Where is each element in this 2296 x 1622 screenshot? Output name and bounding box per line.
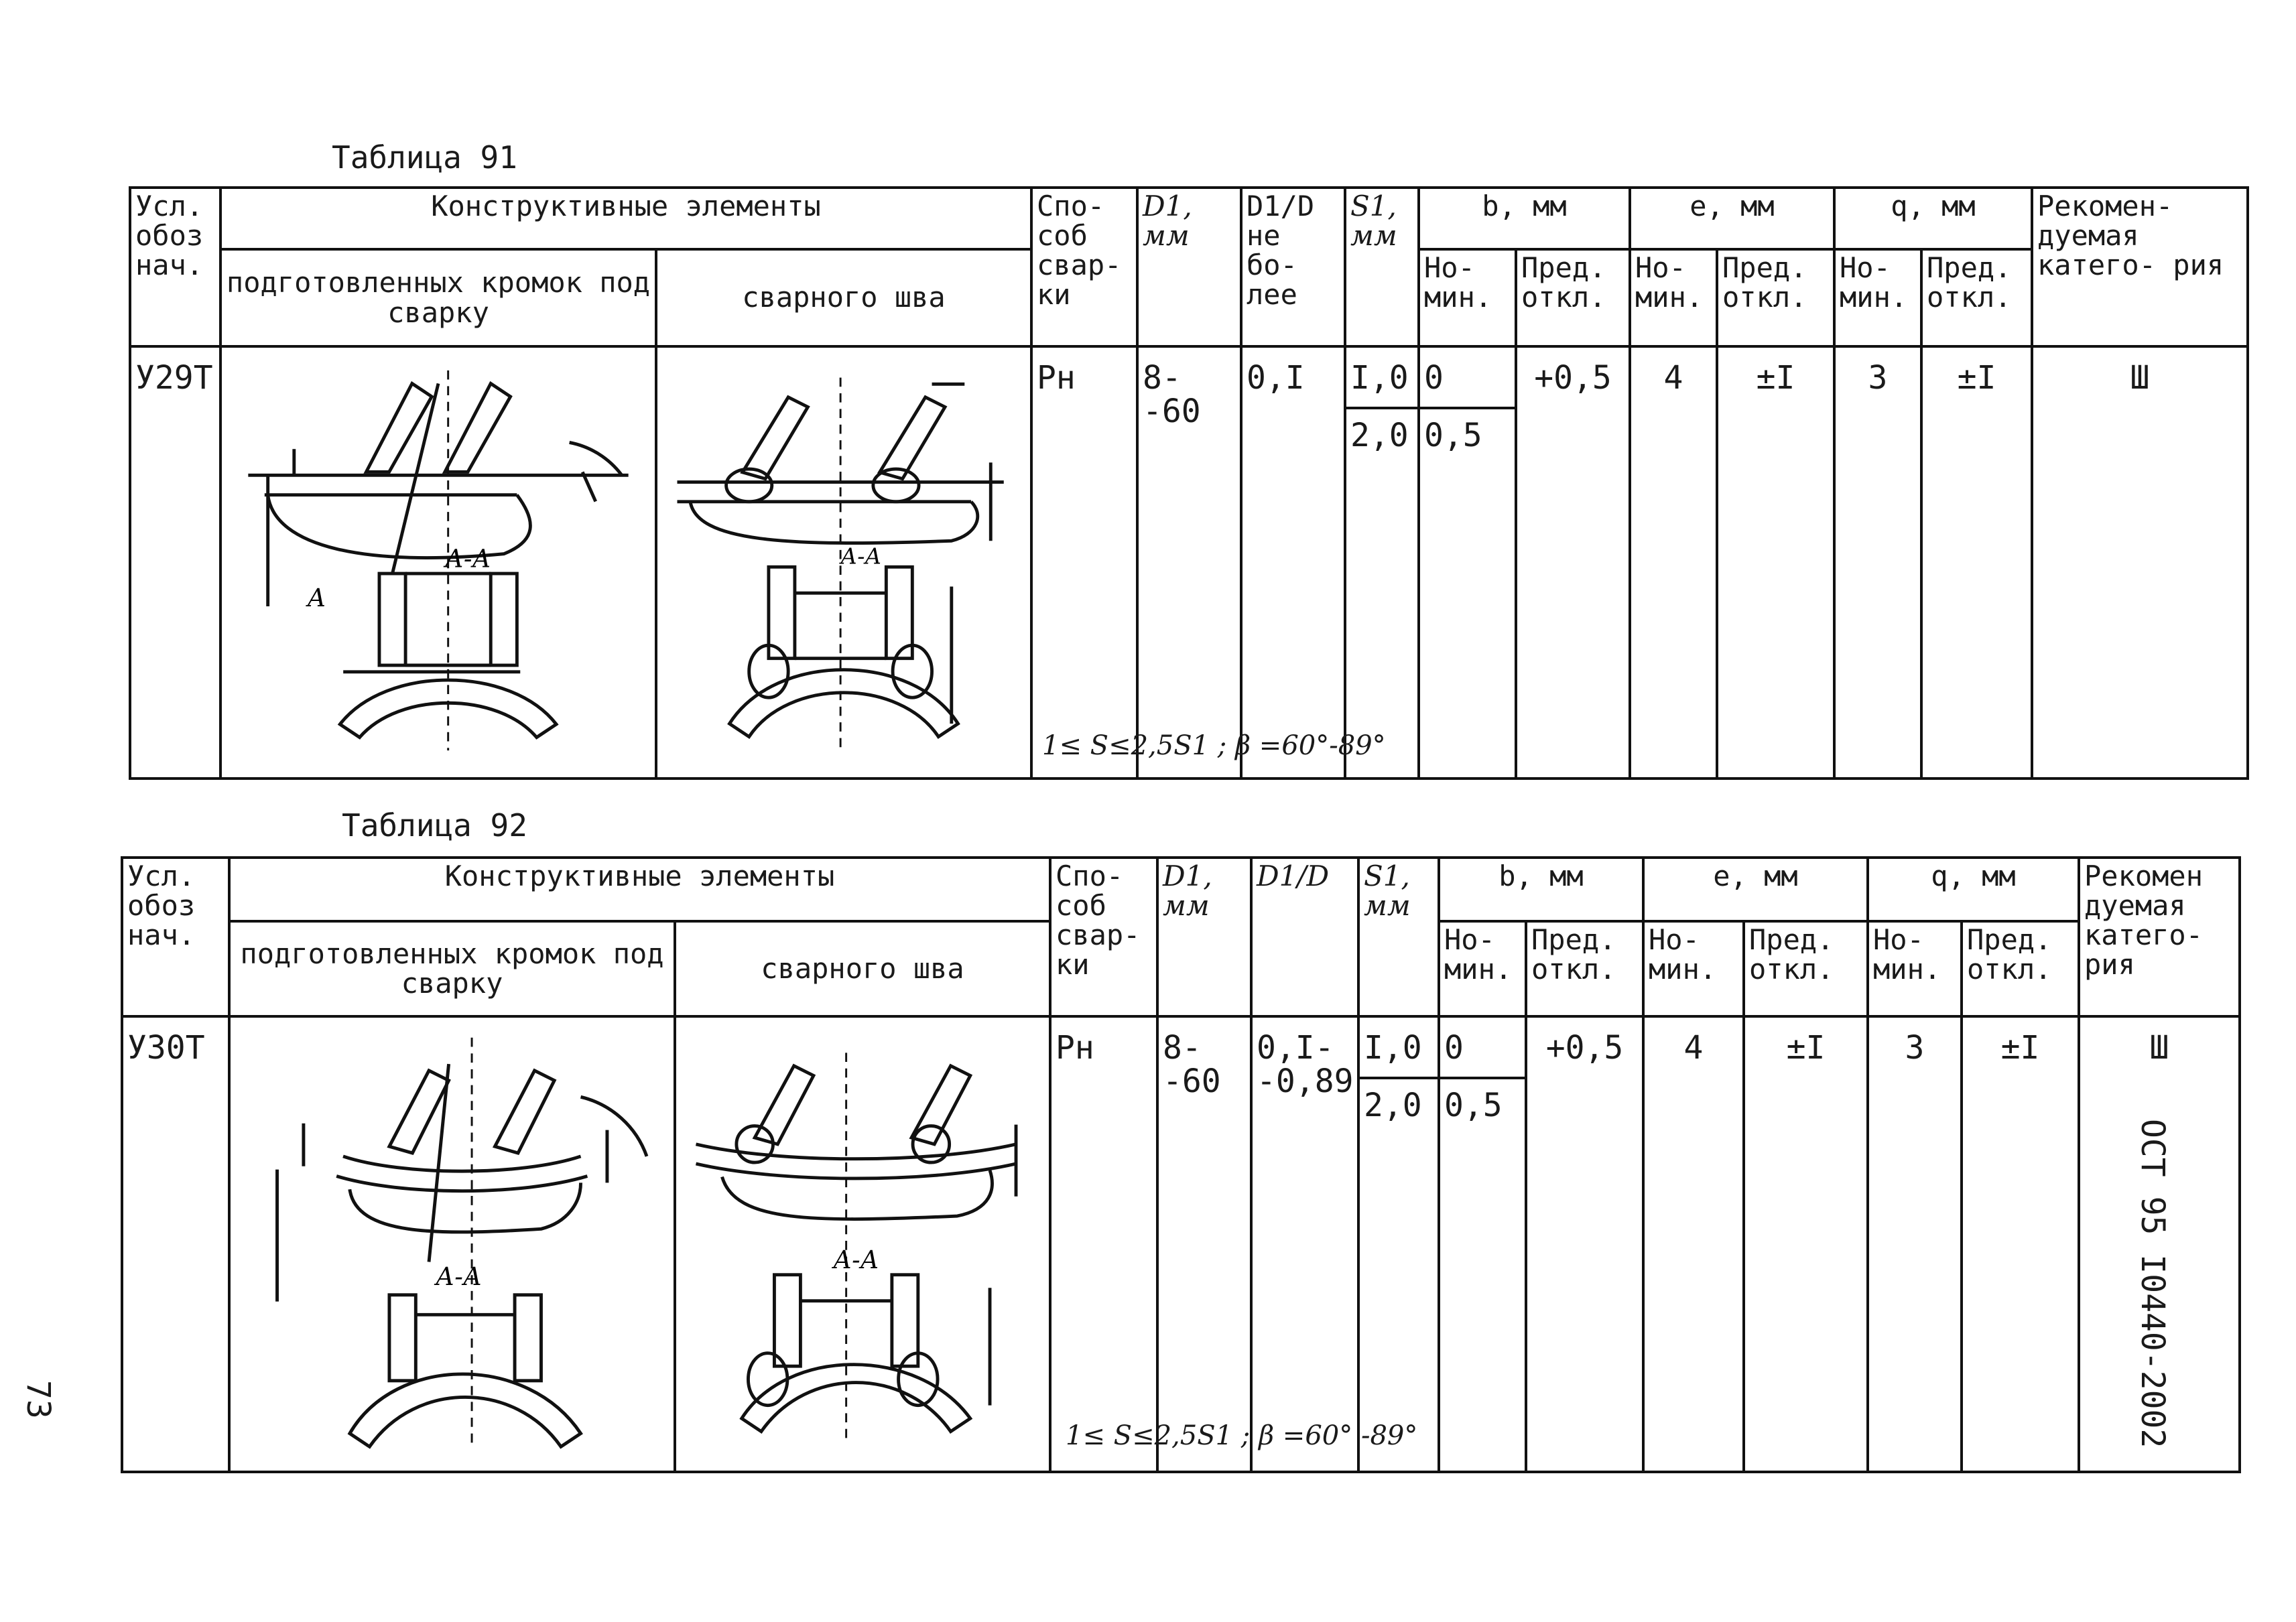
- condition-note: 1≤ S≤2,5S1 ; β =60° -89°: [1066, 1420, 1418, 1451]
- header-structural: Конструктивные элементы: [219, 186, 1033, 251]
- header-b: b, мм: [1438, 856, 1645, 923]
- header-structural: Конструктивные элементы: [228, 856, 1051, 923]
- header-q-nominal: Но- мин.: [1833, 248, 1923, 348]
- header-b-nominal: Но- мин.: [1438, 920, 1527, 1018]
- row-e-tolerance: ±I: [1742, 1015, 1869, 1473]
- s1-value-1: I,0: [1350, 359, 1409, 397]
- row-e-tolerance: ±I: [1716, 345, 1836, 780]
- header-d1-d: D1/D не бо- лее: [1240, 186, 1346, 348]
- row-category: Ш: [2078, 1015, 2241, 1473]
- header-d1: D1, мм: [1136, 186, 1242, 348]
- header-b: b, мм: [1417, 186, 1631, 251]
- row-d1: 8- -60: [1136, 345, 1242, 780]
- row-s1: I,0 2,0: [1344, 345, 1420, 780]
- row-e-nominal: 4: [1629, 345, 1718, 780]
- label-a: А: [305, 584, 326, 612]
- label-a: А: [428, 1288, 430, 1289]
- header-category: Рекомен- дуемая катего- рия: [2031, 186, 2249, 348]
- row-b-nominal: 0 0,5: [1417, 345, 1517, 780]
- table-caption: Таблица 92: [342, 807, 527, 843]
- header-method: Спо- соб свар- ки: [1030, 186, 1139, 348]
- header-e-tolerance: Пред. откл.: [1742, 920, 1869, 1018]
- b-nominal-2: 0,5: [1421, 407, 1513, 453]
- s1-value-2: 2,0: [1361, 1077, 1436, 1123]
- header-e-nominal: Но- мин.: [1642, 920, 1745, 1018]
- b-nominal-1: 0: [1424, 359, 1444, 397]
- header-d1: D1, мм: [1156, 856, 1253, 1018]
- header-prepared-edges: подготовленных кромок под сварку: [228, 920, 676, 1018]
- s1-value-1: I,0: [1364, 1029, 1422, 1067]
- header-b-tolerance: Пред. откл.: [1515, 248, 1631, 348]
- row-d1: 8- -60: [1156, 1015, 1253, 1473]
- row-d1-d: 0,I- -0,89: [1250, 1015, 1360, 1473]
- header-b-tolerance: Пред. откл.: [1525, 920, 1645, 1018]
- header-prepared-edges: подготовленных кромок под сварку: [219, 248, 657, 348]
- header-category: Рекомен дуемая катего- рия: [2078, 856, 2241, 1018]
- row-designation: У30Т: [121, 1015, 231, 1473]
- row-s1: I,0 2,0: [1357, 1015, 1440, 1473]
- row-q-nominal: 3: [1833, 345, 1923, 780]
- header-weld: сварного шва: [655, 248, 1033, 348]
- weld-drawing: А-А: [695, 1053, 1018, 1445]
- header-q-tolerance: Пред. откл.: [1960, 920, 2080, 1018]
- b-nominal-2: 0,5: [1442, 1077, 1523, 1123]
- row-b-tolerance: +0,5: [1515, 345, 1631, 780]
- drawing-weld: А-А: [674, 1015, 1051, 1473]
- header-q-tolerance: Пред. откл.: [1920, 248, 2033, 348]
- drawing-prepared-edges: А-А А: [228, 1015, 676, 1473]
- row-d1-d: 0,I: [1240, 345, 1346, 780]
- row-method: Рн: [1049, 1015, 1159, 1473]
- row-e-nominal: 4: [1642, 1015, 1745, 1473]
- header-e: e, мм: [1629, 186, 1836, 251]
- table-caption: Таблица 91: [332, 139, 517, 176]
- page-number: 73: [19, 1380, 57, 1419]
- row-q-nominal: 3: [1866, 1015, 1963, 1473]
- header-s1: S1, мм: [1357, 856, 1440, 1018]
- header-s1: S1, мм: [1344, 186, 1420, 348]
- row-category: Ш: [2031, 345, 2249, 780]
- header-designation: Усл. обоз нач.: [121, 856, 231, 1018]
- header-d1-d: D1/D: [1250, 856, 1360, 1018]
- row-b-tolerance: +0,5: [1525, 1015, 1645, 1473]
- drawing-weld: А-А: [655, 345, 1033, 780]
- section-label: А-А: [443, 544, 491, 573]
- section-label: А-А: [831, 1245, 879, 1274]
- header-q: q, мм: [1833, 186, 2033, 251]
- header-designation: Усл. обоз нач.: [129, 186, 222, 348]
- table-91: Усл. обоз нач. Конструктивные элементы С…: [129, 186, 2249, 780]
- prepared-edges-drawing: А-А А: [275, 1037, 649, 1449]
- prepared-edges-drawing: А А-А: [248, 370, 629, 751]
- condition-note: 1≤ S≤2,5S1 ; β =60°-89°: [1042, 730, 1386, 761]
- row-method: Рн: [1030, 345, 1139, 780]
- section-label: А-А: [839, 543, 881, 569]
- row-designation: У29Т: [129, 345, 222, 780]
- s1-value-2: 2,0: [1348, 407, 1416, 453]
- weld-drawing: А-А: [677, 377, 1004, 750]
- row-q-tolerance: ±I: [1960, 1015, 2080, 1473]
- section-label: А-А: [434, 1262, 482, 1291]
- table-92: Усл. обоз нач. Конструктивные элементы С…: [121, 856, 2241, 1473]
- header-e-tolerance: Пред. откл.: [1716, 248, 1836, 348]
- header-method: Спо- соб свар- ки: [1049, 856, 1159, 1018]
- header-e: e, мм: [1642, 856, 1869, 923]
- header-b-nominal: Но- мин.: [1417, 248, 1517, 348]
- header-weld: сварного шва: [674, 920, 1051, 1018]
- header-q: q, мм: [1866, 856, 2080, 923]
- header-q-nominal: Но- мин.: [1866, 920, 1963, 1018]
- header-e-nominal: Но- мин.: [1629, 248, 1718, 348]
- row-b-nominal: 0 0,5: [1438, 1015, 1527, 1473]
- document-code: ОСТ 95 I0440-2002: [2134, 1119, 2171, 1448]
- row-q-tolerance: ±I: [1920, 345, 2033, 780]
- b-nominal-1: 0: [1444, 1029, 1464, 1067]
- drawing-prepared-edges: А А-А: [219, 345, 657, 780]
